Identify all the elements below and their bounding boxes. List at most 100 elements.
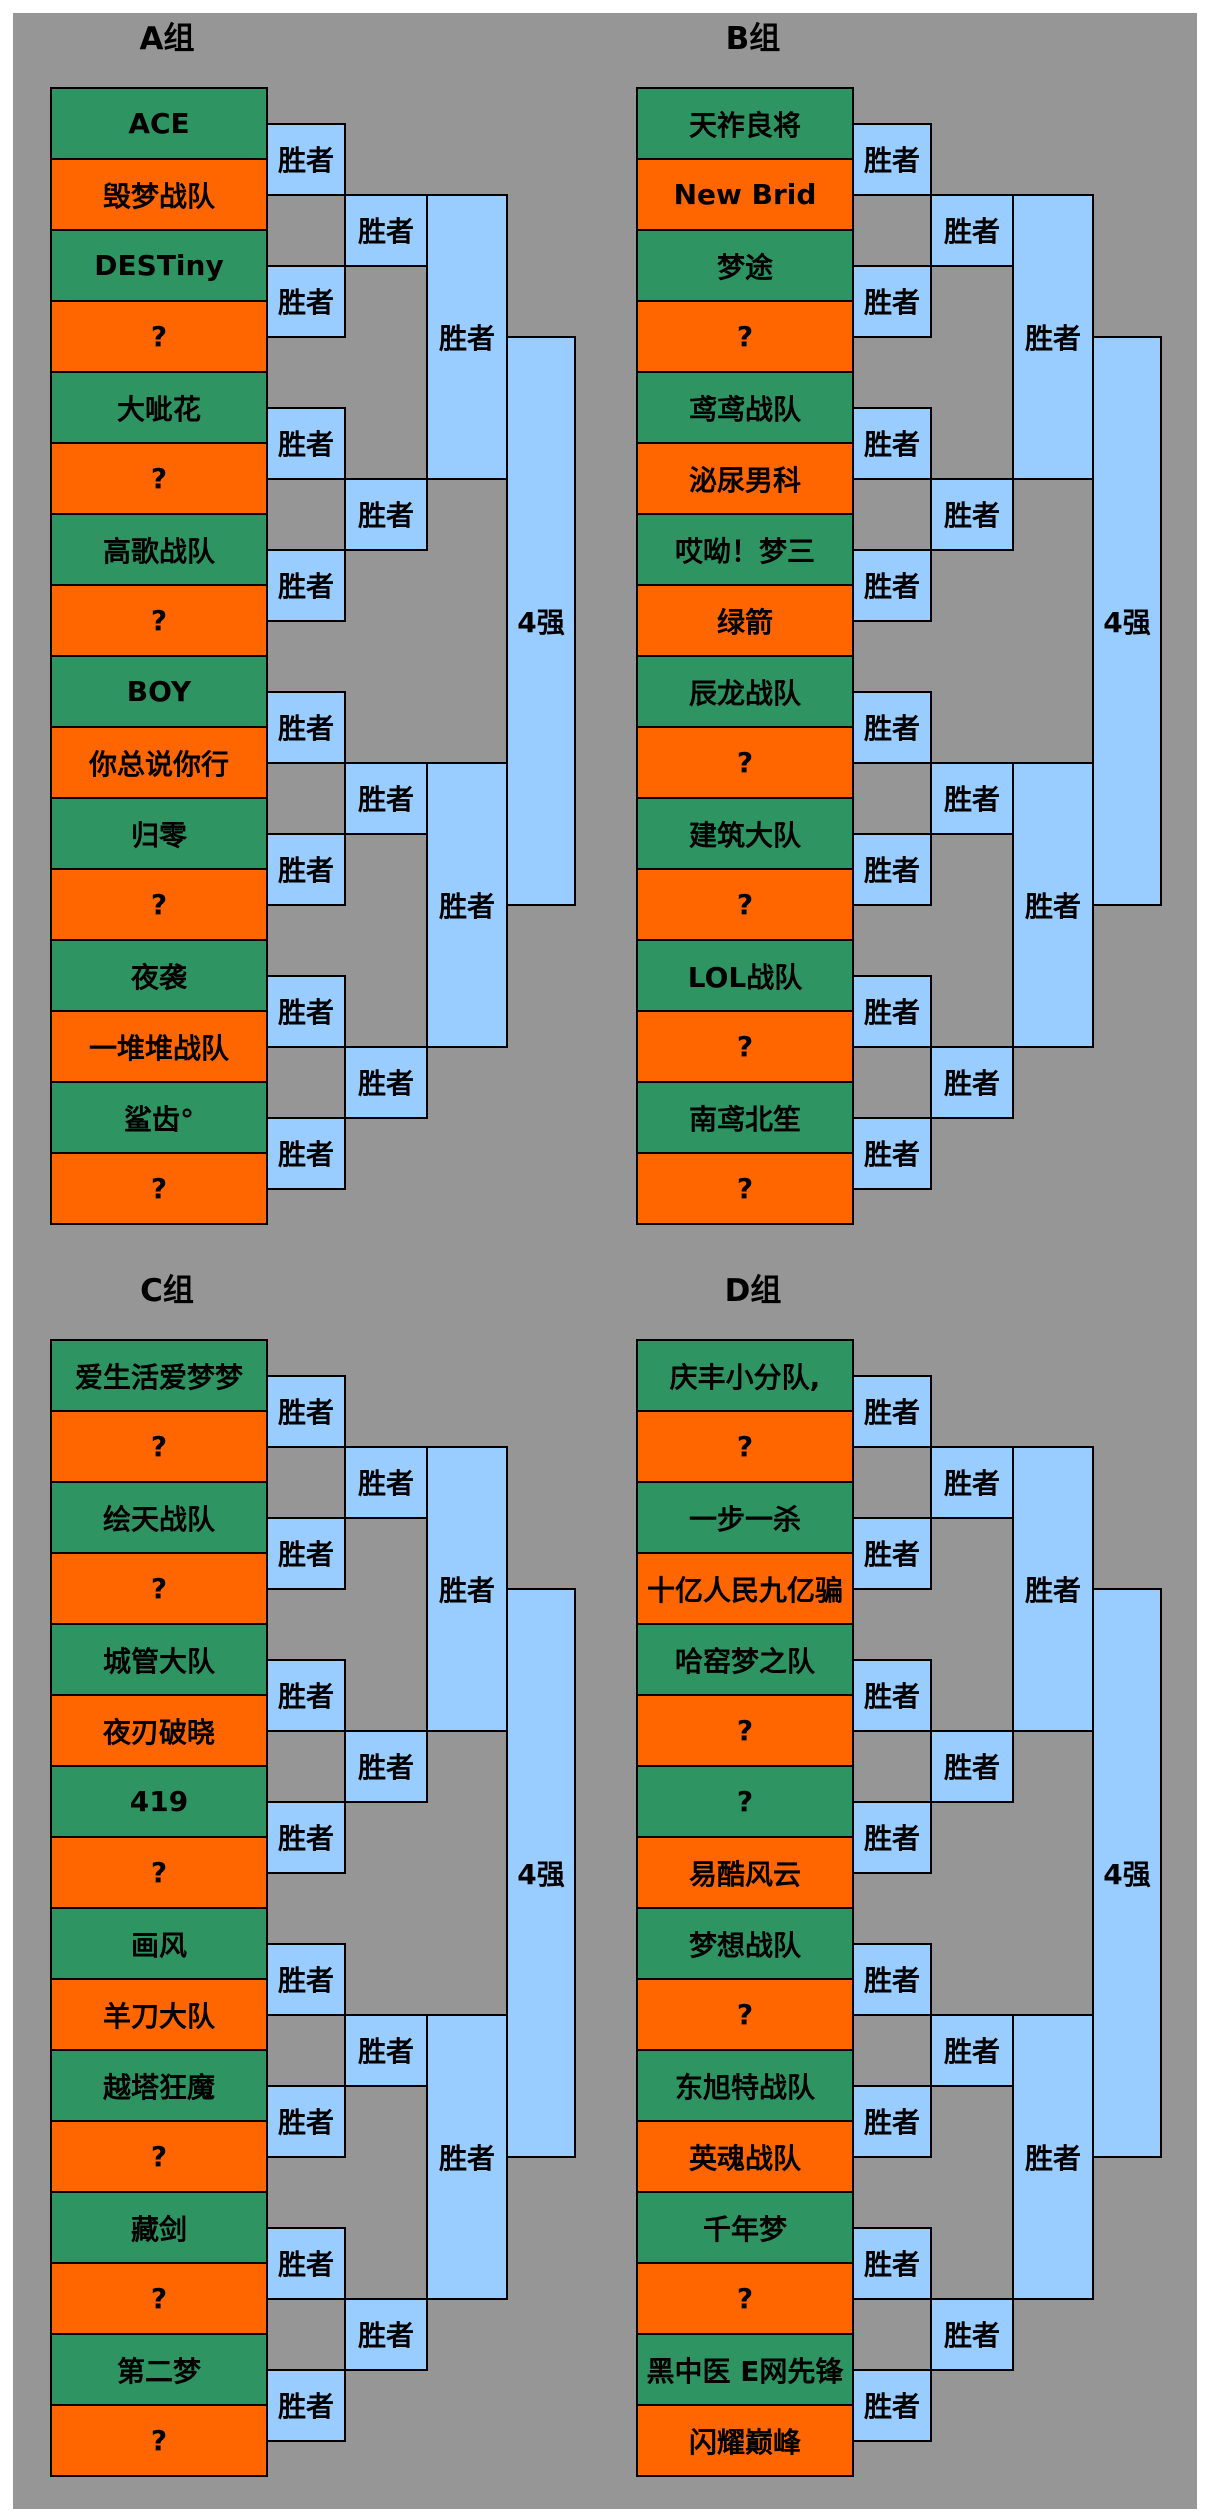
winner-slot-d-r1-4: 胜者 bbox=[852, 1800, 932, 1874]
group-title-b: B组 bbox=[725, 21, 781, 57]
winner-slot-d-r1-2: 胜者 bbox=[852, 1516, 932, 1590]
group-title-a: A组 bbox=[139, 21, 195, 57]
winner-slot-c-r3-2: 胜者 bbox=[426, 2013, 508, 2300]
bracket-line-c-r1-3 bbox=[344, 2084, 346, 2122]
team-cell-b-15: 南鸢北笙 bbox=[636, 1081, 854, 1154]
winner-slot-c-r1-5: 胜者 bbox=[266, 1942, 346, 2016]
bracket-line-d-r1-1 bbox=[930, 1516, 932, 1554]
team-cell-a-1: ACE bbox=[50, 87, 268, 160]
winner-slot-c-r1-8: 胜者 bbox=[266, 2368, 346, 2442]
team-cell-a-16: ? bbox=[50, 1152, 268, 1225]
winner-slot-a-r1-3: 胜者 bbox=[266, 406, 346, 480]
winner-slot-b-r2-2: 胜者 bbox=[930, 477, 1014, 551]
team-cell-a-2: 毁梦战队 bbox=[50, 158, 268, 231]
top4-slot-c: 4强 bbox=[506, 1587, 576, 2158]
team-cell-a-7: 高歌战队 bbox=[50, 513, 268, 586]
team-cell-b-8: 绿箭 bbox=[636, 584, 854, 657]
bracket-line-d-r1-2 bbox=[930, 1800, 932, 1838]
team-cell-c-14: ? bbox=[50, 2262, 268, 2335]
team-cell-d-8: 易酷风云 bbox=[636, 1836, 854, 1909]
winner-slot-d-r1-3: 胜者 bbox=[852, 1658, 932, 1732]
winner-slot-b-r2-3: 胜者 bbox=[930, 761, 1014, 835]
winner-slot-b-r1-8: 胜者 bbox=[852, 1116, 932, 1190]
group-title-c: C组 bbox=[140, 1273, 194, 1309]
team-cell-d-1: 庆丰小分队, bbox=[636, 1339, 854, 1412]
bracket-line-c-r1-1 bbox=[344, 1516, 346, 1554]
winner-slot-d-r3-1: 胜者 bbox=[1012, 1445, 1094, 1732]
bracket-line-b-r1-3 bbox=[930, 832, 932, 870]
top4-slot-b: 4强 bbox=[1092, 335, 1162, 906]
winner-slot-b-r3-1: 胜者 bbox=[1012, 193, 1094, 480]
winner-slot-d-r2-2: 胜者 bbox=[930, 1729, 1014, 1803]
team-cell-c-16: ? bbox=[50, 2404, 268, 2477]
team-cell-a-5: 大呲花 bbox=[50, 371, 268, 444]
winner-slot-a-r1-2: 胜者 bbox=[266, 264, 346, 338]
team-cell-d-6: ? bbox=[636, 1694, 854, 1767]
bracket-line-b-r1-4 bbox=[930, 1116, 932, 1154]
winner-slot-d-r2-1: 胜者 bbox=[930, 1445, 1014, 1519]
team-cell-c-3: 绘天战队 bbox=[50, 1481, 268, 1554]
winner-slot-b-r1-2: 胜者 bbox=[852, 264, 932, 338]
team-cell-a-11: 归零 bbox=[50, 797, 268, 870]
team-cell-a-3: DESTiny bbox=[50, 229, 268, 302]
winner-slot-c-r1-2: 胜者 bbox=[266, 1516, 346, 1590]
team-cell-d-15: 黑中医 E网先锋 bbox=[636, 2333, 854, 2406]
winner-slot-a-r2-2: 胜者 bbox=[344, 477, 428, 551]
team-cell-a-4: ? bbox=[50, 300, 268, 373]
team-cell-c-9: 画风 bbox=[50, 1907, 268, 1980]
team-cell-c-12: ? bbox=[50, 2120, 268, 2193]
team-cell-a-10: 你总说你行 bbox=[50, 726, 268, 799]
winner-slot-a-r1-5: 胜者 bbox=[266, 690, 346, 764]
winner-slot-a-r3-1: 胜者 bbox=[426, 193, 508, 480]
winner-slot-c-r1-1: 胜者 bbox=[266, 1374, 346, 1448]
team-cell-c-1: 爱生活爱梦梦 bbox=[50, 1339, 268, 1412]
winner-slot-d-r1-8: 胜者 bbox=[852, 2368, 932, 2442]
bracket-line-b-r1-1 bbox=[930, 264, 932, 302]
team-cell-b-14: ? bbox=[636, 1010, 854, 1083]
team-cell-b-6: 泌尿男科 bbox=[636, 442, 854, 515]
winner-slot-a-r3-2: 胜者 bbox=[426, 761, 508, 1048]
winner-slot-d-r1-7: 胜者 bbox=[852, 2226, 932, 2300]
team-cell-c-13: 藏剑 bbox=[50, 2191, 268, 2264]
team-cell-a-6: ? bbox=[50, 442, 268, 515]
winner-slot-a-r1-8: 胜者 bbox=[266, 1116, 346, 1190]
winner-slot-d-r1-1: 胜者 bbox=[852, 1374, 932, 1448]
winner-slot-b-r1-1: 胜者 bbox=[852, 122, 932, 196]
team-cell-a-12: ? bbox=[50, 868, 268, 941]
bracket-line-a-r1-4 bbox=[344, 1116, 346, 1154]
team-cell-b-12: ? bbox=[636, 868, 854, 941]
winner-slot-a-r2-3: 胜者 bbox=[344, 761, 428, 835]
winner-slot-b-r1-4: 胜者 bbox=[852, 548, 932, 622]
team-cell-a-8: ? bbox=[50, 584, 268, 657]
team-cell-b-7: 哎呦！梦三 bbox=[636, 513, 854, 586]
team-cell-b-3: 梦途 bbox=[636, 229, 854, 302]
winner-slot-a-r1-1: 胜者 bbox=[266, 122, 346, 196]
winner-slot-a-r1-7: 胜者 bbox=[266, 974, 346, 1048]
winner-slot-c-r3-1: 胜者 bbox=[426, 1445, 508, 1732]
team-cell-c-6: 夜刃破晓 bbox=[50, 1694, 268, 1767]
winner-slot-d-r1-5: 胜者 bbox=[852, 1942, 932, 2016]
winner-slot-c-r2-4: 胜者 bbox=[344, 2297, 428, 2371]
winner-slot-a-r2-4: 胜者 bbox=[344, 1045, 428, 1119]
team-cell-b-16: ? bbox=[636, 1152, 854, 1225]
bracket-line-c-r1-2 bbox=[344, 1800, 346, 1838]
winner-slot-b-r1-6: 胜者 bbox=[852, 832, 932, 906]
team-cell-d-9: 梦想战队 bbox=[636, 1907, 854, 1980]
team-cell-b-4: ? bbox=[636, 300, 854, 373]
bracket-line-d-r1-4 bbox=[930, 2368, 932, 2406]
team-cell-c-2: ? bbox=[50, 1410, 268, 1483]
winner-slot-a-r1-4: 胜者 bbox=[266, 548, 346, 622]
team-cell-b-11: 建筑大队 bbox=[636, 797, 854, 870]
winner-slot-c-r2-2: 胜者 bbox=[344, 1729, 428, 1803]
winner-slot-d-r3-2: 胜者 bbox=[1012, 2013, 1094, 2300]
team-cell-b-1: 天祚良将 bbox=[636, 87, 854, 160]
team-cell-d-13: 千年梦 bbox=[636, 2191, 854, 2264]
team-cell-c-7: 419 bbox=[50, 1765, 268, 1838]
winner-slot-c-r2-1: 胜者 bbox=[344, 1445, 428, 1519]
bracket-line-a-r1-3 bbox=[344, 832, 346, 870]
team-cell-d-10: ? bbox=[636, 1978, 854, 2051]
team-cell-c-10: 羊刀大队 bbox=[50, 1978, 268, 2051]
winner-slot-b-r2-1: 胜者 bbox=[930, 193, 1014, 267]
bracket-line-a-r1-1 bbox=[344, 264, 346, 302]
bracket-line-a-r1-2 bbox=[344, 548, 346, 586]
